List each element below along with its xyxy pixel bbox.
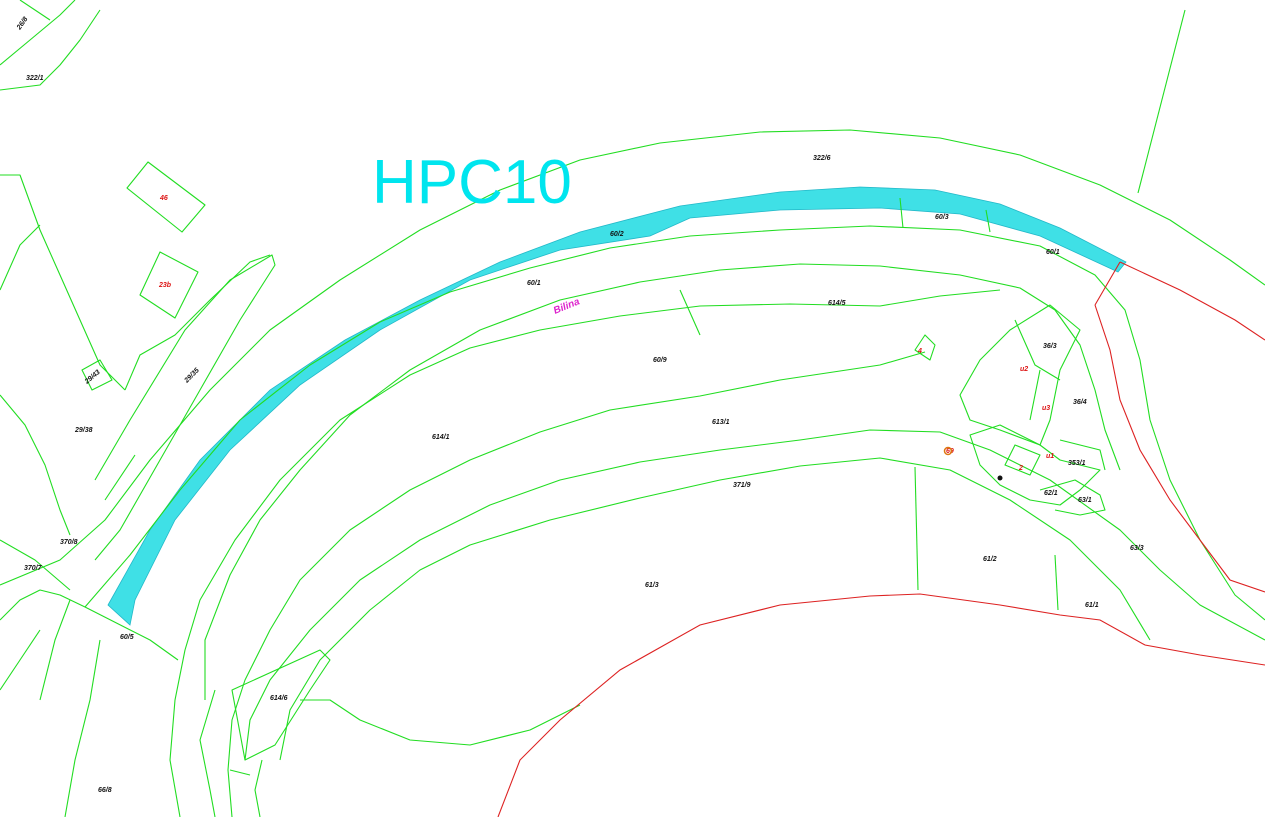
parcel-label: 61/3	[645, 582, 659, 589]
parcel-label: 370/7	[24, 565, 43, 572]
hpc10-highlight-area[interactable]	[107, 186, 1127, 626]
point-marker	[997, 475, 1003, 481]
parcel-label: 613/1	[712, 419, 730, 426]
parcel-label: 60/1	[527, 280, 541, 287]
parcel-label: 60/1	[1046, 249, 1060, 256]
building-label: 4	[917, 348, 922, 355]
building-label: 69	[946, 448, 954, 455]
parcel-label: 61/2	[983, 556, 997, 563]
parcel-label: 26/8	[15, 16, 29, 32]
parcel-label: 60/2	[610, 231, 624, 238]
building-label: 23b	[158, 282, 172, 289]
building-label: u1	[1046, 453, 1054, 460]
building-label: 46	[159, 195, 168, 202]
parcel-label: 322/6	[813, 155, 831, 162]
parcel-label: 63/1	[1078, 497, 1092, 504]
boundary-lines	[497, 261, 1265, 817]
point-marker	[943, 446, 953, 456]
parcel-label: 60/9	[653, 357, 667, 364]
parcel-label: 63/3	[1130, 545, 1144, 552]
parcel-label: 614/6	[270, 695, 288, 702]
building-label: u2	[1020, 366, 1028, 373]
parcel-label: 29/43	[83, 369, 102, 386]
map-title: HPC10	[372, 148, 572, 217]
parcel-label: 60/5	[120, 634, 134, 641]
building-labels: 46 23b 4 u2 u3 u1 69 2	[158, 195, 1054, 472]
parcel-label: 322/1	[26, 75, 44, 82]
parcel-label: 66/8	[98, 787, 112, 794]
parcel-label: 29/38	[74, 427, 93, 434]
parcel-label: 614/1	[432, 434, 450, 441]
parcel-label: 370/8	[60, 539, 78, 546]
stream-label: Bilina	[552, 296, 582, 317]
parcel-label: 36/4	[1073, 399, 1087, 406]
parcel-label: 371/9	[733, 482, 751, 489]
parcel-label: 353/1	[1068, 460, 1086, 467]
parcel-label: 60/3	[935, 214, 949, 221]
parcel-label: 29/35	[183, 367, 201, 385]
parcel-labels: 26/8 322/1 322/6 60/2 60/3 60/1 60/1 614…	[15, 16, 1143, 794]
parcel-label: 62/1	[1044, 490, 1058, 497]
building-label: 2	[1018, 465, 1023, 472]
parcel-label: 61/1	[1085, 602, 1099, 609]
building-label: u3	[1042, 405, 1050, 412]
parcel-label: 36/3	[1043, 343, 1057, 350]
parcel-label: 614/5	[828, 300, 846, 307]
